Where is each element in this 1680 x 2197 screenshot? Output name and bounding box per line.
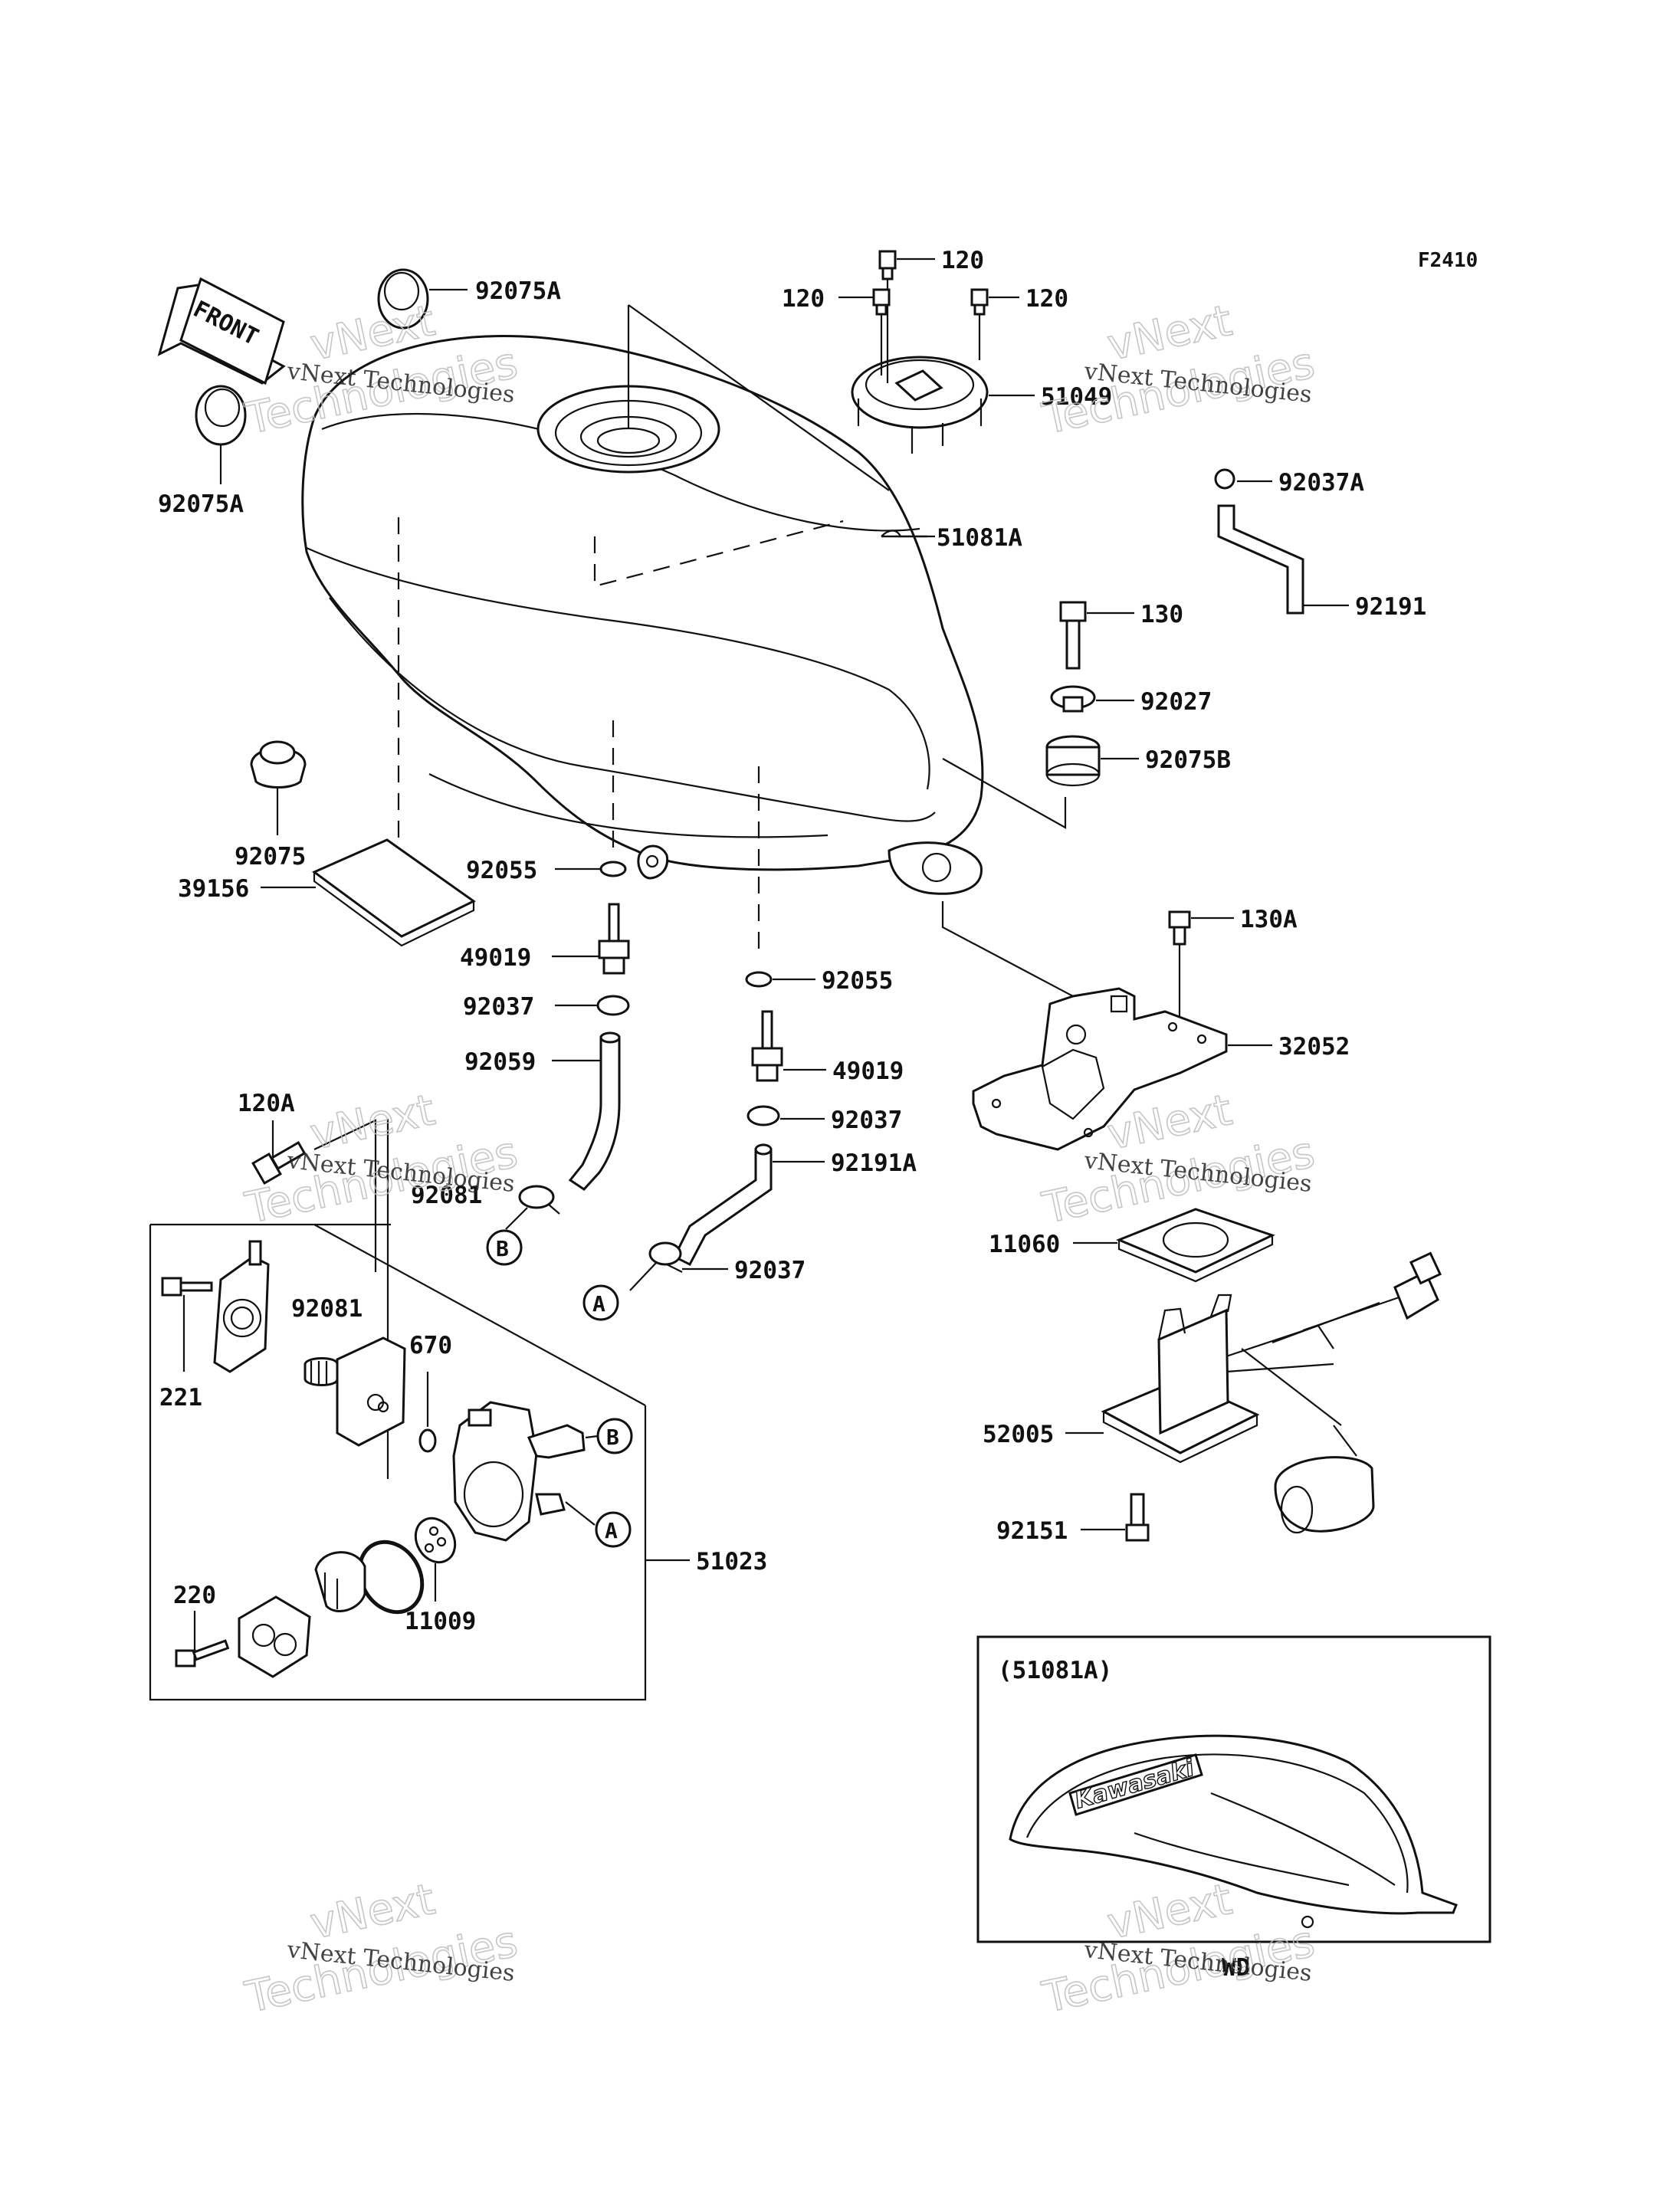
clamp-92037-mid [746,1105,825,1126]
collar-92027 [1050,685,1134,713]
label-92075: 92075 [235,843,306,871]
label-92075B: 92075B [1145,746,1231,774]
watermark-top-right: vNext Technologies vNext Technologies [1038,295,1320,444]
filter-11009 [414,1517,457,1602]
label-32052: 32052 [1278,1033,1350,1061]
petcock-body [452,1401,586,1542]
label-92059: 92059 [464,1048,536,1076]
clamp-92081-hose [505,1185,560,1230]
hose-92191 [1217,504,1349,615]
callout-a-petcock: A [565,1501,632,1548]
inset-panel-51081A-wd: Kawasaki [976,1635,1491,1943]
label-51081A: 51081A [937,524,1022,552]
callout-a-hose: A [582,1284,619,1321]
label-92027: 92027 [1140,688,1212,716]
o-ring-92055-right [745,971,815,988]
screw-221 [161,1277,213,1372]
petcock-group-51023 [149,1223,690,1701]
label-92055-left: 92055 [466,857,537,884]
callout-b-hose: B [486,1229,523,1266]
lever-plate [238,1595,311,1678]
bolt-120A [251,1120,307,1185]
label-220: 220 [173,1582,216,1609]
diaphragm-plate [336,1336,406,1447]
watermark-bottom-left: vNext Technologies vNext Technologies [241,1874,523,2023]
label-11060: 11060 [989,1231,1060,1258]
damper-92075 [250,740,307,835]
label-92075A-top: 92075A [475,277,561,305]
callout-b-petcock-label: B [606,1425,619,1450]
label-49019-right: 49019 [832,1058,904,1085]
label-39156: 39156 [178,875,249,903]
label-92081: 92081 [291,1295,363,1323]
label-92037-mid: 92037 [831,1107,902,1134]
label-120-right: 120 [1025,285,1068,313]
clamp-92037-bottom [629,1241,728,1291]
label-52005: 52005 [983,1421,1054,1448]
pump-cover [213,1240,270,1373]
pad-39156 [261,838,476,947]
label-11009: 11009 [405,1608,476,1635]
spring-92081 [304,1357,339,1386]
label-130A: 130A [1240,906,1298,933]
label-92037-left: 92037 [463,993,534,1021]
label-92055-right: 92055 [822,967,893,995]
label-221: 221 [159,1384,202,1412]
callout-a-hose-label: A [592,1291,605,1317]
callout-a-petcock-label: A [605,1518,618,1543]
damper-92075A-top [377,268,468,330]
fuel-sender-52005 [1065,1251,1442,1534]
o-ring-670 [418,1372,437,1453]
label-92081-hose: 92081 [411,1182,482,1209]
label-92075A-left: 92075A [158,490,244,518]
lever-knob [314,1551,366,1613]
label-120-top: 120 [941,247,984,274]
callout-b-hose-label: B [496,1236,509,1261]
screw-220 [175,1611,230,1667]
bolt-120-left [838,288,891,375]
clamp-92037-left [555,995,630,1016]
inset-title: (51081A) [998,1657,1112,1684]
o-ring-92055-left [555,861,627,877]
label-670: 670 [409,1332,452,1359]
bolt-130 [1059,601,1134,670]
fitting-49019-left [552,903,630,975]
label-120-left: 120 [782,285,825,313]
label-49019-left: 49019 [460,944,531,972]
label-120A: 120A [238,1090,295,1117]
bracket-32052 [941,901,1272,1151]
figure-code: F2410 [1418,249,1478,272]
label-51023: 51023 [696,1548,767,1576]
label-92151: 92151 [996,1517,1068,1545]
bolt-120-right [970,288,1019,360]
screw-92151 [1081,1493,1150,1542]
damper-92075A-left [195,385,247,484]
callout-b-petcock: B [585,1418,633,1454]
gasket-11060 [1073,1208,1275,1283]
label-51049: 51049 [1041,383,1112,411]
fuel-cap-51049 [851,356,989,454]
label-92037-bottom: 92037 [734,1257,806,1284]
label-130: 130 [1140,601,1183,628]
label-92191A: 92191A [831,1149,917,1177]
fitting-49019-right [751,1010,826,1082]
bolt-130A [1168,910,1234,1019]
damper-92075B [1045,735,1139,787]
clamp-92037A [1214,468,1272,490]
front-direction-arrow: FRONT [157,277,286,385]
hose-92191A [672,1143,825,1266]
label-92037A: 92037A [1278,469,1364,497]
hose-92059 [552,1031,621,1191]
label-92191: 92191 [1355,593,1426,621]
inset-caption: WD [1222,1954,1250,1982]
